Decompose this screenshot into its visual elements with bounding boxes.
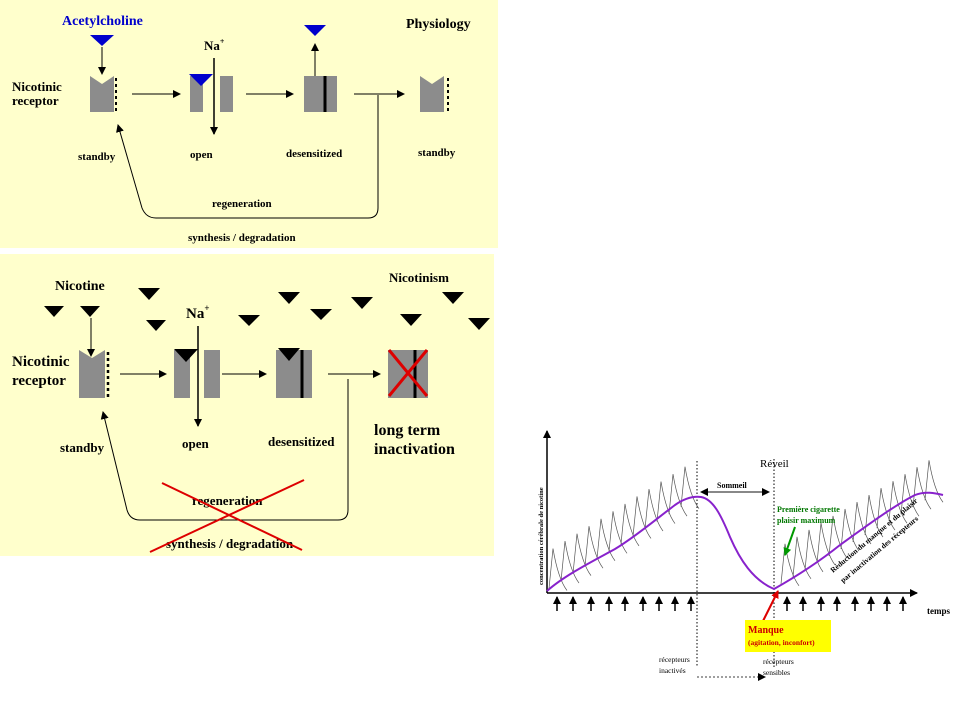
cigarette-peak — [828, 515, 848, 559]
synthesis-label: synthesis / degradation — [166, 536, 294, 551]
cigarette-peaks — [548, 460, 944, 591]
receptor-open — [189, 74, 233, 112]
state-label-standby: standby — [60, 440, 105, 455]
regeneration-loop — [116, 95, 379, 219]
released-acetylcholine — [304, 25, 326, 36]
cigarette-peak — [560, 541, 580, 584]
cigarette-peak — [620, 503, 640, 547]
synthesis-label: synthesis / degradation — [188, 232, 296, 244]
manque-arrow — [762, 590, 779, 622]
concentration-chart: concentration cérébrale de nicotine temp… — [538, 430, 950, 681]
y-axis-label: concentration cérébrale de nicotine — [538, 487, 545, 585]
inactivation-label-line2: inactivation — [374, 441, 455, 458]
physiology-header: Physiology — [406, 17, 471, 32]
physiology-diagram: Acetylcholine Physiology Nicotinic recep… — [12, 14, 471, 244]
cigarette-peak — [632, 496, 652, 539]
receptor-standby — [79, 350, 110, 398]
cigarette-peak — [816, 522, 836, 566]
receptor-desensitized — [304, 76, 337, 112]
cigarette-peak — [680, 466, 700, 509]
cigarette-label-line1: Première cigarette — [777, 505, 840, 514]
state-label-standby-2: standby — [418, 147, 456, 159]
receptor-standby — [90, 76, 117, 112]
na-ion-label: Na+ — [204, 37, 225, 53]
receptor-label-line2: receptor — [12, 373, 66, 389]
receptor-open — [174, 349, 220, 398]
cigarette-peak — [912, 467, 932, 510]
nicotine-title: Nicotine — [55, 279, 105, 294]
x-axis-label: temps — [927, 606, 950, 616]
cigarette-peak — [656, 481, 676, 524]
receptor-standby-restored — [420, 76, 449, 112]
receptor-label-line1: Nicotinic — [12, 79, 62, 94]
cigarette-peak — [888, 481, 908, 524]
nicotine-molecules — [44, 288, 490, 331]
blocked-regeneration-cross — [149, 479, 305, 553]
sommeil-label: Sommeil — [717, 481, 748, 490]
state-label-standby: standby — [78, 151, 116, 163]
receptor-label-line2: receptor — [12, 93, 59, 108]
manque-highlight — [745, 620, 831, 652]
regeneration-label: regeneration — [212, 198, 272, 210]
inactive-receptors-line2: inactivés — [659, 666, 686, 675]
nicotine-concentration-graph: concentration cérébrale de nicotine temp… — [525, 425, 960, 720]
nicotinism-panel: Nicotine Nicotinism Nicotinic receptor N… — [0, 254, 494, 556]
cigarette-peak — [876, 488, 896, 531]
cigarette-peak — [644, 488, 664, 532]
cigarette-peak — [792, 536, 812, 580]
reveil-label: Réveil — [760, 458, 789, 470]
cigarette-peak — [840, 508, 860, 552]
nicotinism-header: Nicotinism — [389, 270, 449, 285]
state-label-open: open — [182, 436, 210, 451]
trend-curve — [546, 491, 944, 592]
cigarette-peak — [852, 501, 872, 545]
sensitive-receptors-line2: sensibles — [763, 668, 790, 677]
cigarette-peak — [804, 529, 824, 573]
state-label-desensitized: desensitized — [286, 148, 342, 160]
cigarette-peak — [924, 460, 944, 503]
cigarette-peak — [780, 543, 800, 586]
receptor-label-line1: Nicotinic — [12, 354, 70, 370]
physiology-panel: Acetylcholine Physiology Nicotinic recep… — [0, 0, 498, 248]
cigarette-label-line2: plaisir maximum — [777, 516, 836, 525]
cigarette-peak — [572, 533, 592, 576]
cigarette-peak — [596, 518, 616, 561]
receptor-desensitized — [276, 348, 312, 398]
cigarette-time-arrows — [553, 596, 907, 611]
inactive-receptors-line1: récepteurs — [659, 655, 690, 664]
cigarette-peak — [548, 548, 568, 591]
receptor-inactivated — [387, 349, 429, 398]
acetylcholine-title: Acetylcholine — [62, 14, 143, 29]
acetylcholine-molecule — [90, 35, 114, 46]
cigarette-peak — [608, 511, 628, 554]
state-label-desensitized: desensitized — [268, 434, 335, 449]
nicotinism-diagram: Nicotine Nicotinism Nicotinic receptor N… — [12, 270, 490, 553]
inactivation-label-line1: long term — [374, 422, 441, 439]
manque-sublabel: (agitation, inconfort) — [748, 638, 815, 647]
cigarette-peak — [900, 474, 920, 517]
cigarette-peak — [864, 495, 884, 538]
cigarette-peak — [668, 474, 688, 517]
state-label-open: open — [190, 149, 213, 161]
regeneration-label: regeneration — [192, 493, 263, 508]
manque-label: Manque — [748, 625, 784, 636]
cigarette-peak — [584, 526, 604, 569]
cigarette-arrow — [783, 526, 796, 556]
sensitive-receptors-line1: récepteurs — [763, 657, 794, 666]
na-ion-label: Na+ — [186, 303, 209, 322]
